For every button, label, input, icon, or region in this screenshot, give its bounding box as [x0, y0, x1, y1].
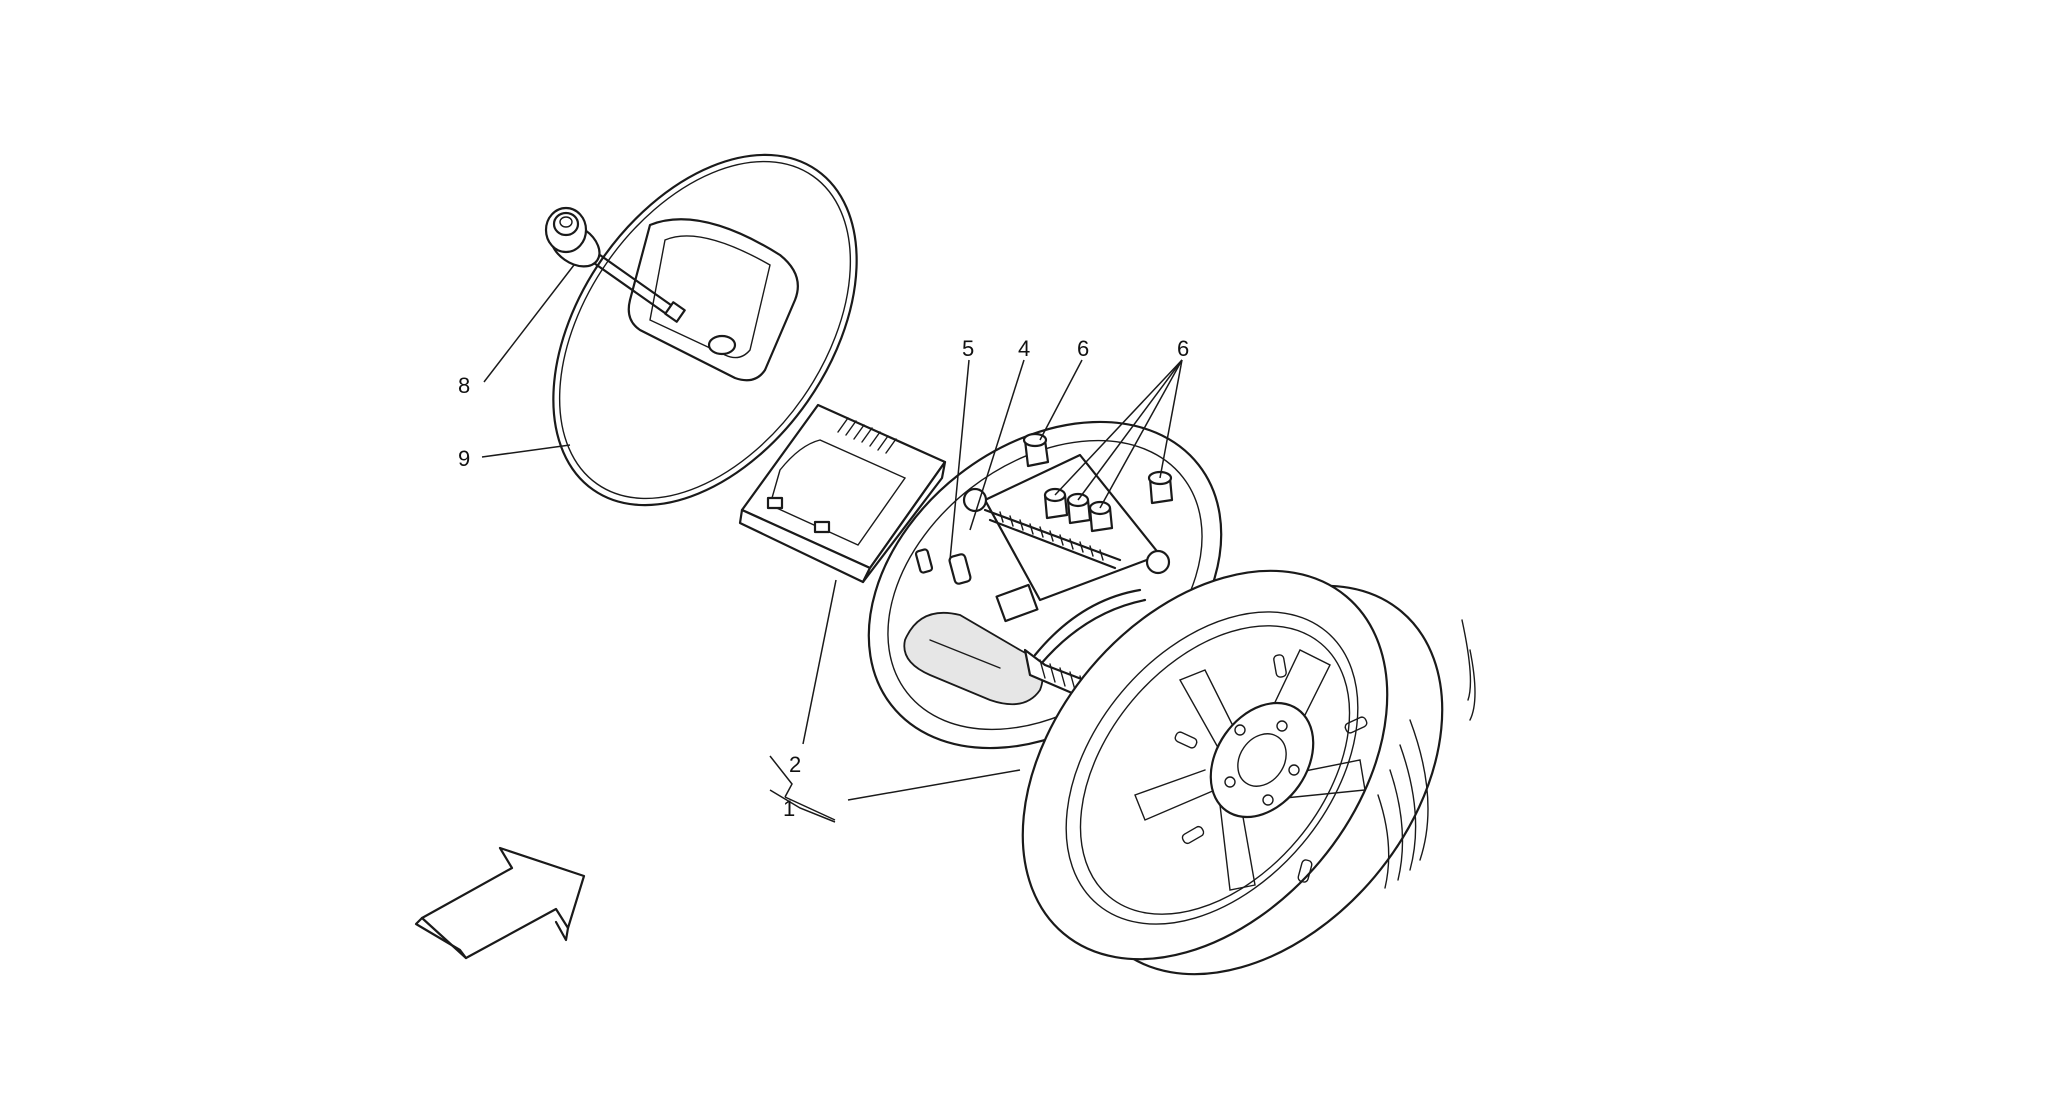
- callout-1: 1: [783, 796, 795, 821]
- callout-5: 5: [962, 336, 974, 361]
- callout-9: 9: [458, 446, 470, 471]
- spanner: [914, 548, 972, 585]
- direction-arrow-icon: [414, 846, 586, 960]
- tool-box-vents: [837, 417, 897, 454]
- cover-disc: [552, 153, 858, 507]
- callout-8: 8: [458, 373, 470, 398]
- wheel-hub: [1209, 701, 1315, 819]
- callout-2: 2: [789, 752, 801, 777]
- spare-wheel: [1021, 569, 1476, 976]
- callout-6b: 6: [1177, 336, 1189, 361]
- tool-box: [738, 403, 947, 584]
- callout-labels: 8 9 5 4 6 6 2 1: [458, 336, 1189, 821]
- callout-4: 4: [1018, 336, 1030, 361]
- callout-6a: 6: [1077, 336, 1089, 361]
- leader-lines: [481, 264, 1183, 823]
- fixing-screw: [544, 206, 686, 323]
